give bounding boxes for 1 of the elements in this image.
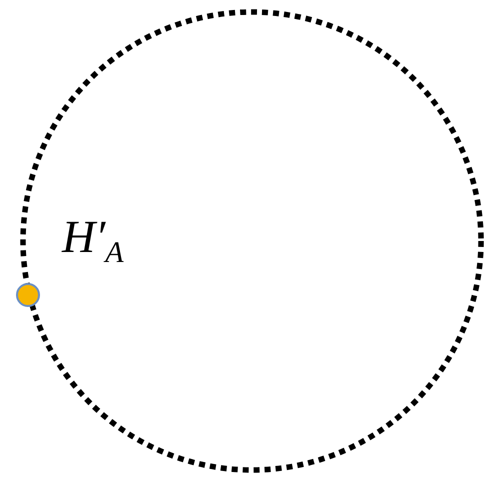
point-label: H′$_{A}$ bbox=[62, 214, 124, 268]
